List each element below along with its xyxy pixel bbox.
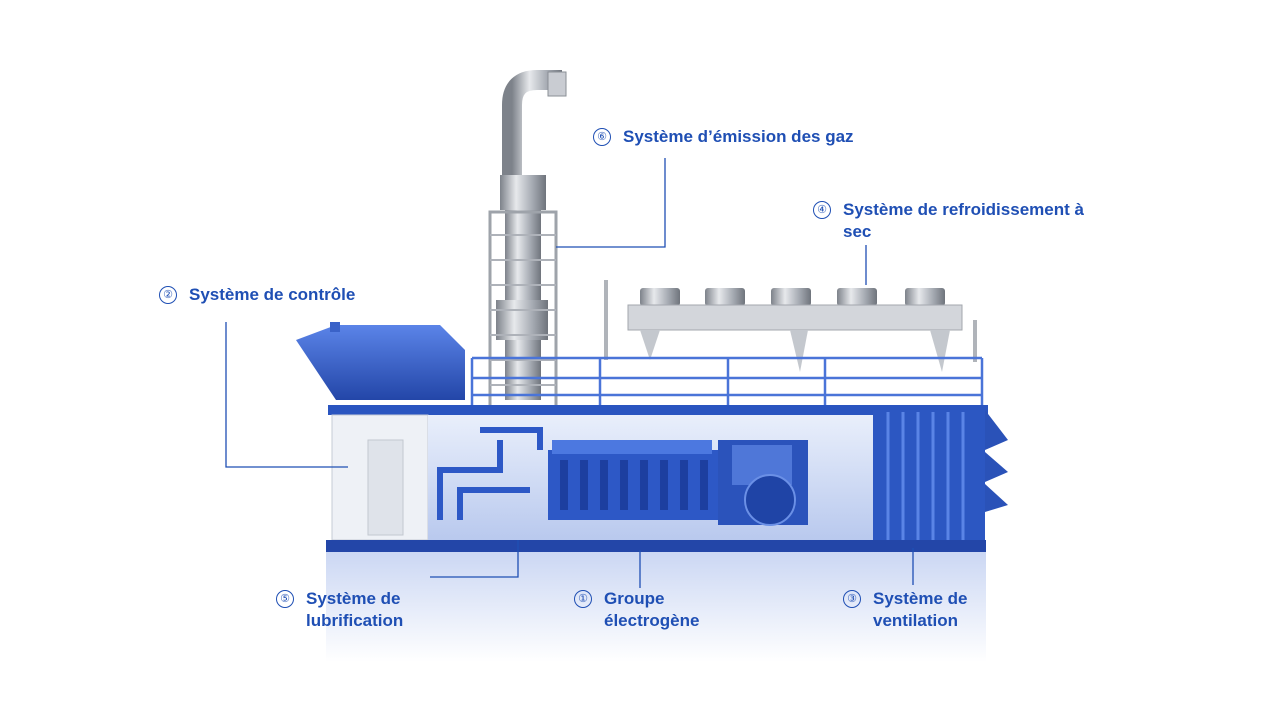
roof-railing [470,356,984,410]
floor-reflection [326,552,986,662]
callout-number: ⑤ [276,590,294,608]
callout-cooling: ④ Système de refroidissement à sec [813,199,1105,243]
callout-lubrication: ⑤ Système de lubrification [276,588,418,632]
leader-lines [225,158,914,588]
callout-label: Système d’émission des gaz [623,127,854,146]
callout-label: Système de contrôle [189,285,356,304]
callout-number: ③ [843,590,861,608]
container [326,405,1008,552]
callout-genset: ① Groupe électrogène [574,588,716,632]
exhaust-stack [488,70,567,414]
dry-cooler [604,280,977,372]
callout-label: Groupe électrogène [604,589,700,630]
callout-number: ④ [813,201,831,219]
callout-emission: ⑥ Système d’émission des gaz [593,126,854,148]
callout-control: ② Système de contrôle [159,284,355,306]
callout-number: ⑥ [593,128,611,146]
callout-number: ① [574,590,592,608]
callout-ventilation: ③ Système de ventilation [843,588,983,632]
control-hood [296,322,465,400]
callout-label: Système de ventilation [873,589,968,630]
callout-label: Système de lubrification [306,589,404,630]
callout-number: ② [159,286,177,304]
callout-label: Système de refroidissement à sec [843,200,1084,241]
